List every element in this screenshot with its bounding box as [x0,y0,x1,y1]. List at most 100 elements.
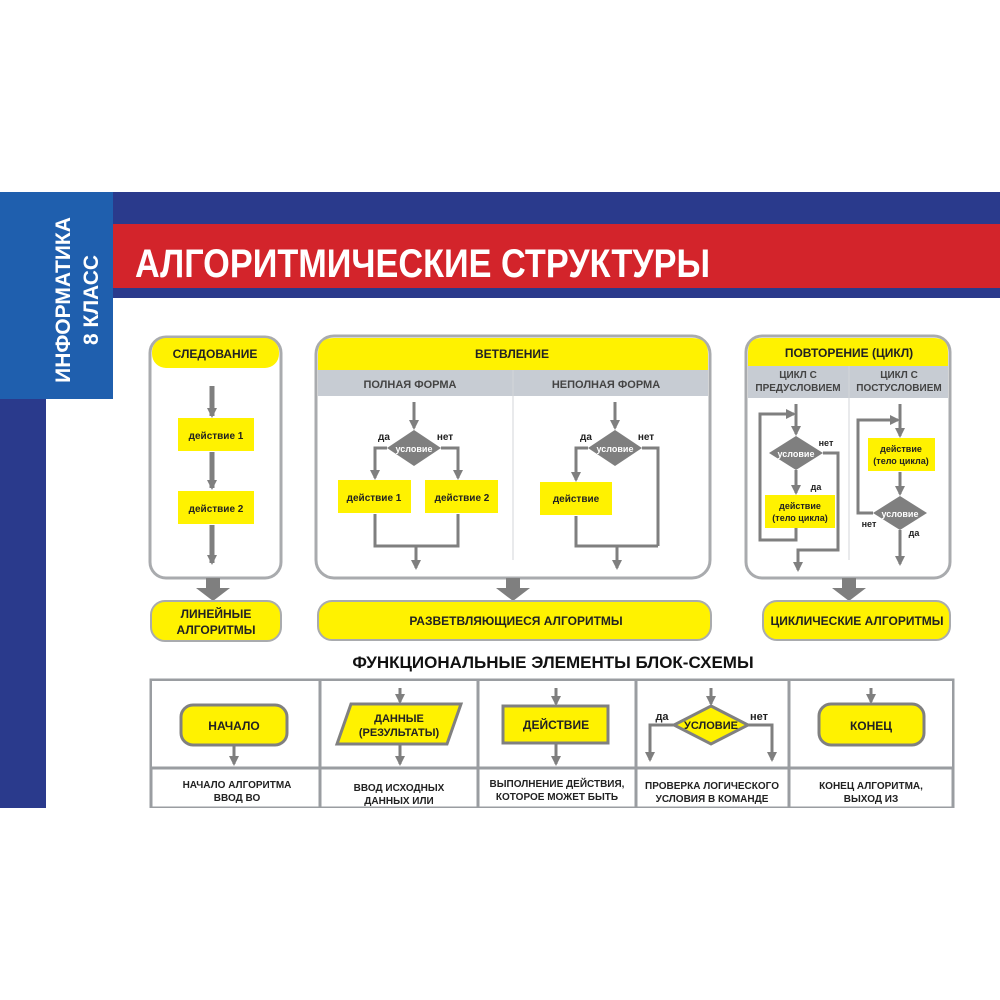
full-form-yes: да [378,432,390,443]
pre-loop-exit [793,451,840,572]
pre-loop-body-line1: действие [779,501,821,511]
condition-description-line2: УСЛОВИЯ В КОМАНДЕ [656,794,769,805]
full-form-condition: условие [396,444,433,454]
poster-title: АЛГОРИТМИЧЕСКИЕ СТРУКТУРЫ [135,242,710,286]
pre-loop-no: нет [819,438,834,448]
sequence-frame [148,335,283,580]
side-label-line1: ИНФОРМАТИКА [52,217,75,383]
pre-loop-condition: условие [778,449,815,459]
full-form-action1-box [338,480,411,513]
data-description-line2: ДАННЫХ ИЛИ [364,796,433,807]
header-navy-band [0,192,1000,224]
header-red-band [112,224,1000,288]
partial-form-action-box [540,482,612,515]
full-form-action2: действие 2 [435,493,490,504]
end-label: КОНЕЦ [850,719,892,733]
start-terminator [179,703,289,747]
partial-form-no-branch [642,446,660,546]
branching-title: ВЕТВЛЕНИЕ [475,347,549,361]
loop-title-band [748,338,948,366]
sequence-action2-box [178,491,254,524]
sequence-result-line2: АЛГОРИТМЫ [177,623,256,637]
side-label-panel [0,192,113,399]
post-loop-yes: да [909,528,921,538]
post-loop-condition: условие [882,509,919,519]
full-form-yes-branch [370,446,387,480]
partial-form-label: НЕПОЛНАЯ ФОРМА [552,379,660,391]
full-form-label: ПОЛНАЯ ФОРМА [363,379,456,391]
branching-result: РАЗВЕТВЛЯЮЩИЕСЯ АЛГОРИТМЫ [317,600,712,641]
full-form-no-branch [441,446,463,480]
full-form-action1: действие 1 [347,493,402,504]
action-description-line1: ВЫПОЛНЕНИЕ ДЕЙСТВИЯ, [490,777,625,790]
loop-subheader-band [748,366,948,398]
data-label-line1: ДАННЫЕ [374,713,424,725]
sequence-title-pill [152,338,279,368]
sequence-result-line1: ЛИНЕЙНЫЕ [181,606,252,621]
pre-loop-condition-diamond [769,436,823,470]
pre-loop-label-line1: ЦИКЛ С [779,370,817,381]
pre-loop-body-line2: (тело цикла) [772,513,827,523]
loop-title: ПОВТОРЕНИЕ (ЦИКЛ) [785,346,913,360]
condition-description-line1: ПРОВЕРКА ЛОГИЧЕСКОГО [645,781,779,792]
post-loop-label-line2: ПОСТУСЛОВИЕМ [856,383,941,394]
post-loop-body-line1: действие [880,444,922,454]
start-description-line2: ВВОД ВО [214,793,261,804]
branching-title-band [318,338,708,370]
elements-table: НАЧАЛО ДАННЫЕ (РЕЗУЛЬТАТЫ) ДЕЙСТВИЕ УСЛО… [149,678,955,810]
pre-loop-body-box [765,495,835,528]
sequence-title: СЛЕДОВАНИЕ [173,347,258,361]
post-loop-body-line2: (тело цикла) [873,456,928,466]
pre-loop-back-edge [758,409,798,542]
post-loop-label-line1: ЦИКЛ С [880,370,918,381]
end-description-line1: КОНЕЦ АЛГОРИТМА, [819,781,923,792]
post-loop-back-edge [856,415,900,515]
sequence-action2: действие 2 [189,504,244,515]
branching-down-arrow [496,578,530,601]
data-label-line2: (РЕЗУЛЬТАТЫ) [359,727,440,739]
full-form-no: нет [437,432,453,443]
full-form-action2-box [425,480,498,513]
sequence-action1-box [178,418,254,451]
action-description-line2: КОТОРОЕ МОЖЕТ БЫТЬ [496,792,618,803]
header-navy-line [112,288,1000,298]
start-label: НАЧАЛО [208,719,259,733]
partial-form-merge [574,516,658,548]
partial-form-condition: условие [597,444,634,454]
condition-yes-branch [645,723,674,762]
post-loop-body-box [868,438,935,471]
partial-form-yes-branch [571,446,588,482]
end-terminator [817,702,926,747]
sequence-result-pill [150,600,282,642]
data-parallelogram [334,702,464,746]
condition-diamond [670,704,752,746]
loop-result-pill [762,600,951,641]
post-loop-no: нет [862,519,877,529]
full-form-condition-diamond [387,430,441,466]
sequence-result: ЛИНЕЙНЫЕ АЛГОРИТМЫ [150,600,282,642]
sequence-action1: действие 1 [189,431,244,442]
data-description-line1: ВВОД ИСХОДНЫХ [354,783,445,794]
partial-form-action: действие [553,494,600,505]
loop-result-label: ЦИКЛИЧЕСКИЕ АЛГОРИТМЫ [770,614,943,628]
elements-title: ФУНКЦИОНАЛЬНЫЕ ЭЛЕМЕНТЫ БЛОК-СХЕМЫ [352,653,753,672]
sequence-panel: СЛЕДОВАНИЕ действие 1 действие 2 [148,335,283,580]
loop-result: ЦИКЛИЧЕСКИЕ АЛГОРИТМЫ [762,600,951,641]
start-description-line1: НАЧАЛО АЛГОРИТМА [183,780,292,791]
loop-down-arrow [832,578,866,601]
partial-form-yes: да [580,432,592,443]
branching-panel: ВЕТВЛЕНИЕ ПОЛНАЯ ФОРМА НЕПОЛНАЯ ФОРМА ус… [314,334,712,580]
post-loop-condition-diamond [873,496,927,530]
pre-loop-yes: да [811,482,823,492]
side-label-line2: 8 КЛАСС [80,255,103,345]
branching-result-pill [317,600,712,641]
partial-form-no: нет [638,432,654,443]
action-box [501,704,610,745]
condition-no: нет [750,711,769,723]
branching-result-label: РАЗВЕТВЛЯЮЩИЕСЯ АЛГОРИТМЫ [409,614,622,628]
action-label: ДЕЙСТВИЕ [523,717,589,732]
condition-no-branch [748,723,777,762]
bottom-whitespace [0,808,1000,1000]
end-description-line2: ВЫХОД ИЗ [844,794,898,805]
